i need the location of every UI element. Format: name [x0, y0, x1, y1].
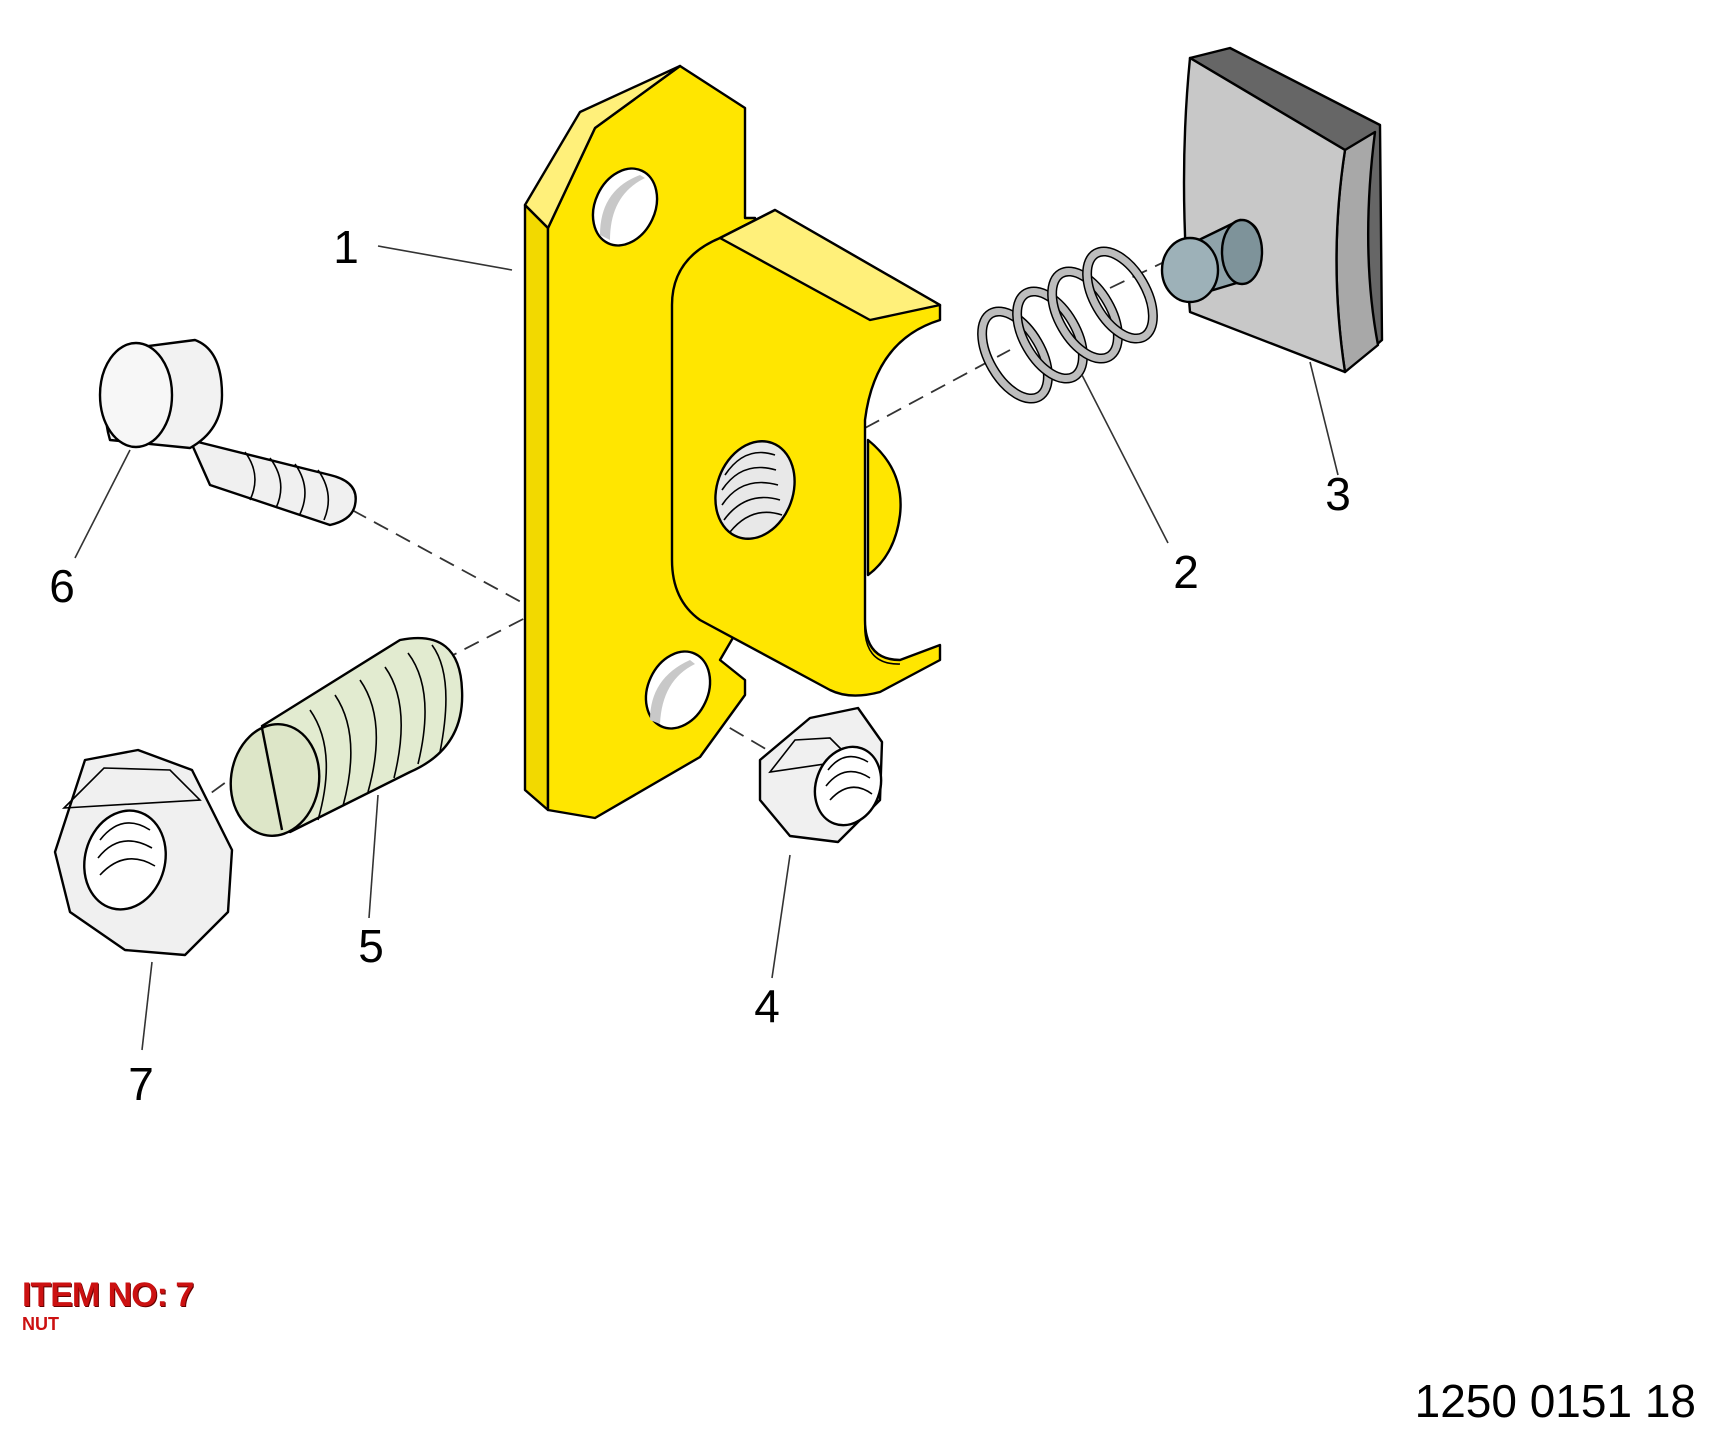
hex-nut-part-4[interactable] [758, 706, 892, 844]
callout-2: 2 [1173, 546, 1199, 598]
callout-labels: 1 2 3 4 5 6 7 [49, 221, 1351, 1110]
callout-6: 6 [49, 560, 75, 612]
hex-nut-part-7[interactable] [53, 748, 234, 957]
cap-screw-part-6[interactable] [98, 338, 357, 527]
selected-item-description: NUT [22, 1314, 59, 1334]
drawing-number: 1250 0151 18 [1414, 1375, 1696, 1427]
callout-4: 4 [754, 980, 780, 1032]
callout-5: 5 [358, 920, 384, 972]
selected-item-panel: ITEM NO: 7 NUT [22, 1276, 194, 1334]
set-screw-part-5[interactable] [224, 636, 464, 842]
selected-item-title: ITEM NO: 7 [22, 1276, 194, 1314]
callout-7: 7 [128, 1058, 154, 1110]
leader-lines [74, 245, 1339, 1051]
callout-3: 3 [1325, 468, 1351, 520]
spring-part-2[interactable] [968, 240, 1166, 409]
pad-part-3[interactable] [1160, 46, 1384, 374]
bracket-part-1[interactable] [523, 64, 942, 820]
callout-1: 1 [333, 221, 359, 273]
